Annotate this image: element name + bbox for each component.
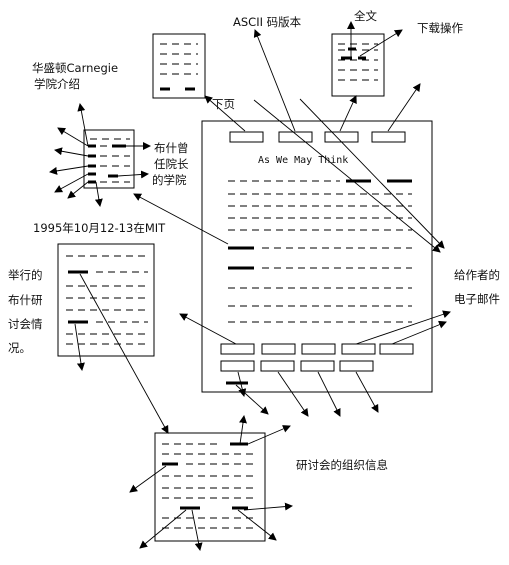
label-email-1: 给作者的 bbox=[454, 268, 500, 282]
label-email-2: 电子邮件 bbox=[454, 292, 500, 306]
main-page: As We May Think bbox=[201, 120, 433, 393]
label-held-3: 讨会情 bbox=[8, 317, 43, 331]
bottom-button-3[interactable] bbox=[301, 343, 336, 355]
nav-button-2[interactable] bbox=[278, 131, 313, 143]
label-seminar-org: 研讨会的组织信息 bbox=[296, 458, 388, 472]
label-next-page: 下页 bbox=[212, 97, 235, 111]
bottom-button-9[interactable] bbox=[339, 360, 374, 372]
label-held-4: 况。 bbox=[8, 341, 31, 355]
bottom-button-2[interactable] bbox=[261, 343, 296, 355]
label-download: 下载操作 bbox=[417, 21, 463, 35]
carnegie-page bbox=[152, 33, 206, 99]
label-held-2: 布什研 bbox=[8, 293, 43, 307]
bottom-button-5[interactable] bbox=[379, 343, 414, 355]
bush-college-page bbox=[83, 129, 135, 189]
body-text-lines bbox=[228, 179, 412, 323]
label-ascii: ASCII 码版本 bbox=[233, 15, 302, 29]
label-held-1: 举行的 bbox=[8, 268, 43, 282]
bottom-button-8[interactable] bbox=[300, 360, 335, 372]
label-carnegie-1: 华盛顿Carnegie bbox=[32, 61, 118, 75]
bottom-button-1[interactable] bbox=[220, 343, 255, 355]
bottom-button-7[interactable] bbox=[260, 360, 295, 372]
bottom-button-6[interactable] bbox=[220, 360, 255, 372]
label-bush-3: 的学院 bbox=[152, 173, 187, 187]
link-arrows bbox=[49, 21, 451, 551]
label-bush-1: 布什曾 bbox=[154, 141, 189, 155]
label-fulltext: 全文 bbox=[354, 9, 377, 23]
nav-button-3[interactable] bbox=[324, 131, 359, 143]
label-mit: 1995年10月12-13在MIT bbox=[33, 221, 166, 235]
label-carnegie-2: 学院介绍 bbox=[34, 77, 80, 91]
mit-meeting-page bbox=[57, 243, 155, 357]
bottom-button-4[interactable] bbox=[341, 343, 376, 355]
nav-button-4[interactable] bbox=[371, 131, 406, 143]
seminar-org-page bbox=[154, 432, 266, 542]
label-bush-2: 任院长 bbox=[154, 157, 189, 171]
fulltext-page bbox=[331, 33, 385, 97]
page-title: As We May Think bbox=[258, 155, 348, 166]
nav-button-1[interactable] bbox=[229, 131, 264, 143]
